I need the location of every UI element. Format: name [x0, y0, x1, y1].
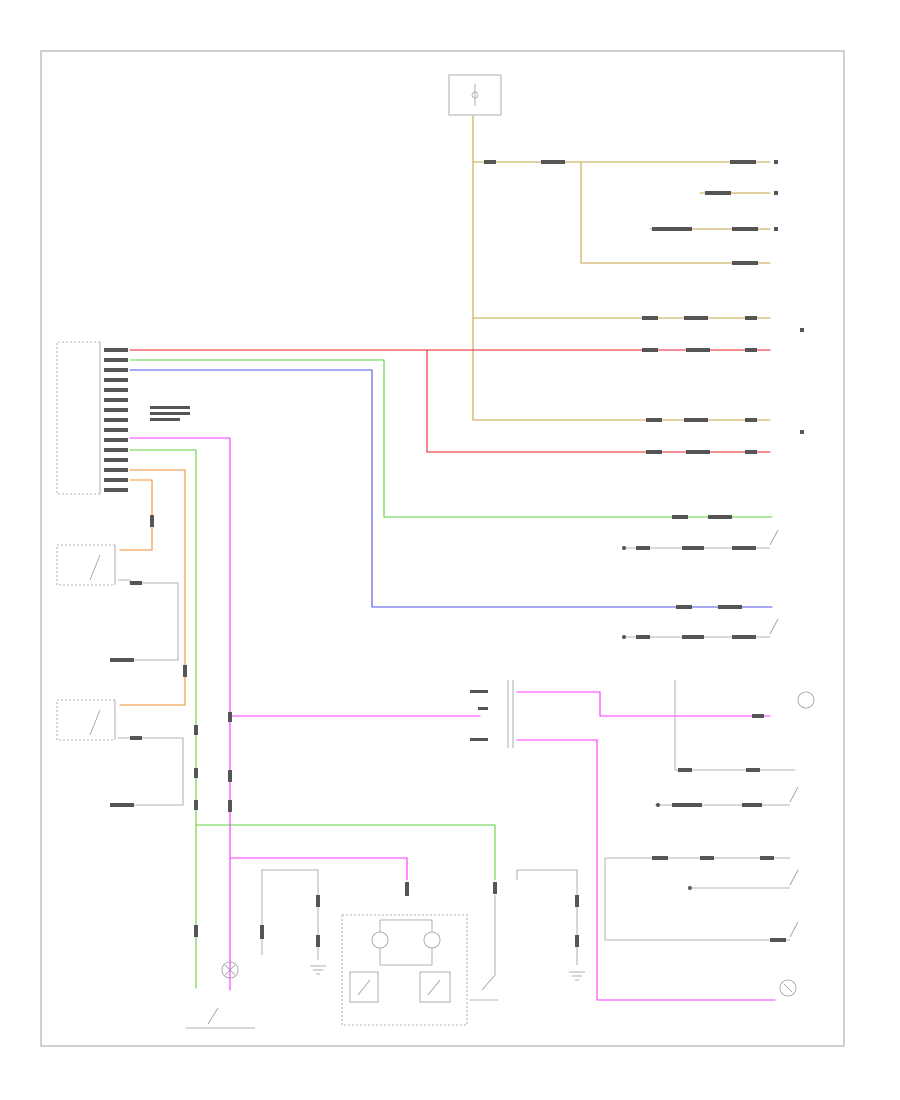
power-bus-wires	[472, 115, 771, 421]
power-connectors	[484, 160, 758, 422]
right-switch-circuits	[622, 529, 779, 639]
blue-wires	[129, 369, 773, 608]
cargo-lamp-circuit	[674, 680, 815, 772]
orange-connectors	[150, 515, 187, 677]
blue-connectors	[676, 605, 742, 609]
interior-lamp	[186, 961, 255, 1029]
red-wires	[129, 349, 771, 453]
diagram-border	[40, 50, 845, 1047]
red-connectors	[642, 348, 757, 454]
orange-wires	[119, 469, 186, 706]
junction-connector	[470, 680, 514, 748]
right-ground-marks	[774, 160, 804, 434]
green-wires	[129, 359, 773, 989]
green-connectors	[194, 515, 732, 937]
trunk-switch	[470, 869, 585, 1001]
fuse-block	[448, 74, 502, 116]
left-door-switch	[56, 544, 179, 662]
vanity-lamp-bottom	[779, 979, 797, 997]
pink-wires	[129, 437, 776, 1001]
body-control-module	[56, 341, 101, 495]
vanity-mirror-circuit	[655, 786, 799, 807]
bcm-pin-labels	[104, 348, 190, 492]
map-lamp-assembly	[341, 914, 468, 1026]
right-door-switch	[56, 699, 184, 807]
courtesy-lamp-circuit	[604, 856, 799, 942]
pink-connectors	[228, 712, 764, 896]
left-ground-circuit	[260, 869, 326, 975]
